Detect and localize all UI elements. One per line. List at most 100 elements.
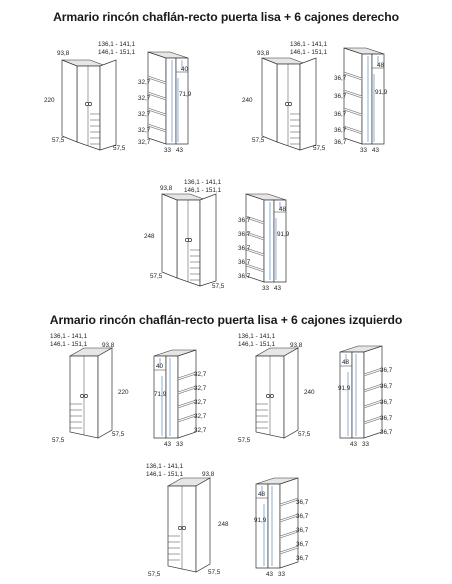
depth-label: 93,8 (202, 471, 215, 478)
top-label: 40 (156, 363, 164, 370)
width-label-2: 146,1 - 151,1 (184, 187, 222, 194)
shelf-label-4: 36,7 (296, 541, 309, 548)
shelf-label-3: 36,7 (334, 111, 347, 118)
width-label-1: 136,1 - 141,1 (290, 41, 328, 48)
front-label-right: 57,5 (113, 145, 126, 152)
bottom-label-right: 33 (362, 441, 370, 448)
middle-label: 71,9 (179, 91, 192, 98)
wardrobe-interior-left-220: 32,7 32,7 32,7 32,7 32,7 40 71,9 43 33 (153, 349, 207, 448)
shelf-label-3: 36,7 (380, 399, 393, 406)
shelf-label-5: 32,7 (138, 139, 151, 146)
height-label: 248 (218, 521, 229, 528)
width-label-2: 146,1 - 151,1 (146, 471, 184, 478)
width-label-1: 136,1 - 141,1 (146, 463, 184, 470)
front-label-left: 57,5 (52, 437, 65, 444)
front-label-right: 57,5 (112, 431, 125, 438)
bottom-label-right: 43 (372, 147, 380, 154)
depth-label: 93,8 (160, 185, 173, 192)
width-label-2: 146,1 - 151,1 (290, 49, 328, 56)
shelves (177, 371, 197, 423)
shelf-label-3: 32,7 (138, 111, 151, 118)
shelf-label-4: 32,7 (194, 413, 207, 420)
depth-label: 93,8 (102, 342, 115, 349)
shelf-label-3: 36,7 (238, 245, 251, 252)
top-label: 40 (181, 66, 189, 73)
height-label: 220 (118, 389, 129, 396)
wardrobe-interior-right-248: 36,7 36,7 36,7 36,7 36,7 48 91,9 33 43 (238, 193, 290, 292)
front-label-left: 57,5 (150, 273, 163, 280)
width-label-2: 146,1 - 151,1 (50, 341, 88, 348)
front-label-right: 57,5 (208, 569, 221, 576)
bottom-label-right: 33 (278, 571, 286, 578)
wardrobe-exterior-left-240: 136,1 - 141,1 146,1 - 151,1 93,8 240 57,… (238, 333, 315, 444)
bottom-label-right: 43 (274, 285, 282, 292)
shelf-label-4: 36,7 (380, 415, 393, 422)
shelves (147, 75, 167, 133)
middle-label: 71,9 (154, 391, 167, 398)
depth-label: 93,8 (290, 342, 303, 349)
width-label-1: 136,1 - 141,1 (184, 179, 222, 186)
top-label: 48 (258, 491, 266, 498)
wardrobe-interior-left-240: 36,7 36,7 36,7 36,7 36,7 48 91,9 43 33 (338, 345, 393, 448)
shelves (279, 497, 299, 555)
shelf-label-4: 32,7 (138, 127, 151, 134)
bottom-label-left: 33 (262, 285, 270, 292)
width-label-1: 136,1 - 141,1 (238, 333, 276, 340)
shelves (245, 215, 265, 273)
shelf-label-4: 36,7 (334, 127, 347, 134)
section-title-left: Armario rincón chaflán-recto puerta lisa… (49, 313, 403, 327)
front-label-right: 57,5 (313, 145, 326, 152)
wardrobe-interior-left-248: 36,7 36,7 36,7 36,7 36,7 48 91,9 43 33 (254, 477, 309, 578)
bottom-label-right: 43 (176, 147, 184, 154)
shelf-label-4: 36,7 (238, 259, 251, 266)
shelf-label-5: 32,7 (194, 427, 207, 434)
shelf-label-2: 32,7 (138, 95, 151, 102)
front-label-right: 57,5 (298, 431, 311, 438)
shelf-label-5: 36,7 (334, 139, 347, 146)
shelf-label-5: 36,7 (380, 429, 393, 436)
height-label: 248 (144, 233, 155, 240)
shelf-label-1: 36,7 (296, 499, 309, 506)
section-title-right: Armario rincón chaflán-recto puerta lisa… (53, 10, 399, 24)
depth-label: 93,8 (257, 50, 270, 57)
width-label-2: 146,1 - 151,1 (98, 49, 136, 56)
shelf-label-1: 36,7 (238, 217, 251, 224)
bottom-label-left: 43 (164, 441, 172, 448)
wardrobe-exterior-right-248: 136,1 - 141,1 146,1 - 151,1 93,8 248 57,… (144, 179, 225, 290)
middle-label: 91,9 (375, 89, 388, 96)
drawer-stack (168, 535, 180, 561)
shelf-label-2: 32,7 (194, 385, 207, 392)
drawer-stack (190, 249, 200, 281)
bottom-label-left: 43 (266, 571, 274, 578)
shelf-label-1: 36,7 (380, 367, 393, 374)
drawer-stack (256, 403, 268, 429)
front-label-left: 57,5 (238, 437, 251, 444)
shelf-label-3: 32,7 (194, 399, 207, 406)
drawer-stack (70, 403, 82, 429)
bottom-label-right: 33 (176, 441, 184, 448)
top-label: 48 (342, 359, 350, 366)
shelves (363, 367, 383, 425)
height-label: 240 (242, 97, 253, 104)
height-label: 240 (304, 389, 315, 396)
shelves (343, 71, 363, 135)
wardrobe-interior-right-240: 36,7 36,7 36,7 36,7 36,7 48 91,9 33 43 (334, 47, 388, 154)
shelf-label-1: 32,7 (194, 371, 207, 378)
shelf-label-2: 36,7 (296, 513, 309, 520)
width-label-1: 136,1 - 141,1 (50, 333, 88, 340)
shelf-label-5: 36,7 (238, 273, 251, 280)
shelf-label-2: 36,7 (334, 93, 347, 100)
shelf-label-3: 36,7 (296, 527, 309, 534)
wardrobe-exterior-right-220: 136,1 - 141,1 146,1 - 151,1 93,8 220 57,… (44, 41, 136, 152)
width-label-2: 146,1 - 151,1 (238, 341, 276, 348)
front-label-right: 57,5 (212, 283, 225, 290)
shelf-label-1: 32,7 (138, 79, 151, 86)
top-label: 48 (279, 206, 287, 213)
shelf-label-5: 36,7 (296, 555, 309, 562)
shelf-label-2: 36,7 (380, 383, 393, 390)
drawer-stack (290, 113, 300, 145)
front-label-left: 57,5 (148, 571, 161, 578)
wardrobe-exterior-left-220: 136,1 - 141,1 146,1 - 151,1 93,8 220 57,… (50, 333, 129, 444)
front-label-left: 57,5 (252, 137, 265, 144)
shelf-label-1: 36,7 (334, 75, 347, 82)
